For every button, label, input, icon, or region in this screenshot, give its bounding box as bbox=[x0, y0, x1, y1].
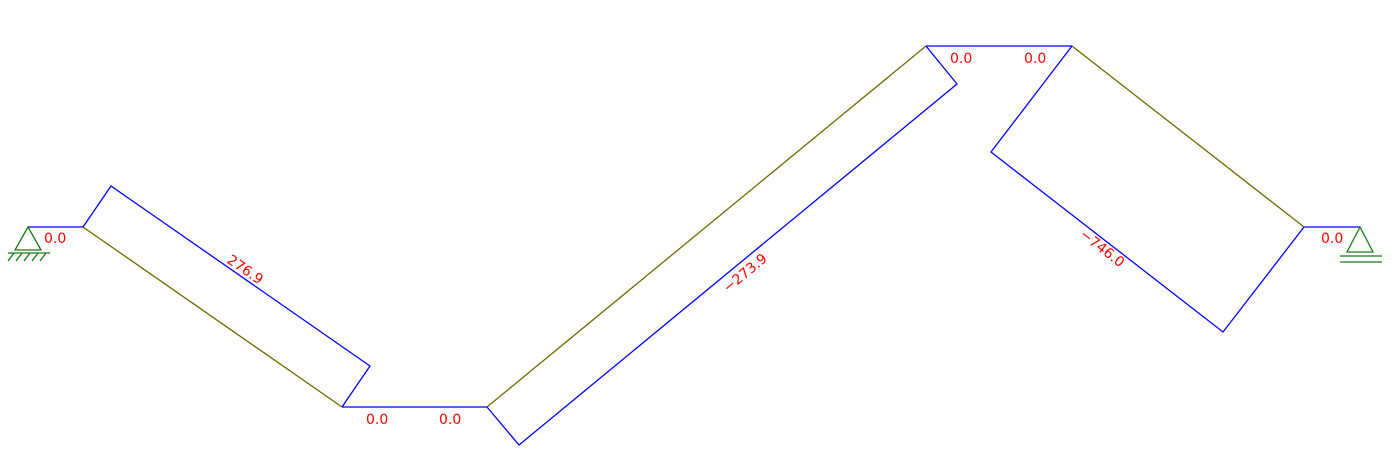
right-support-icon bbox=[1340, 225, 1382, 263]
member-3 bbox=[486, 45, 927, 408]
member-1 bbox=[82, 226, 343, 408]
value-labels: 0.0 276.9 0.0 0.0 −273.9 0.0 0.0 −746.0 … bbox=[44, 51, 1343, 428]
label-support-right: 0.0 bbox=[1321, 231, 1343, 247]
label-member-4-left: 0.0 bbox=[950, 51, 972, 67]
segment-member-1 bbox=[82, 185, 371, 408]
segment-member-5 bbox=[990, 45, 1305, 333]
structure-members bbox=[82, 45, 1305, 408]
label-member-1-diagonal: 276.9 bbox=[224, 252, 266, 288]
segment-member-3 bbox=[486, 45, 958, 446]
label-member-2-right: 0.0 bbox=[439, 412, 461, 428]
force-diagram bbox=[28, 45, 1360, 446]
member-5 bbox=[1071, 45, 1305, 228]
label-member-2-left: 0.0 bbox=[366, 412, 388, 428]
label-member-4-right: 0.0 bbox=[1024, 51, 1046, 67]
label-member-5-diagonal: −746.0 bbox=[1077, 227, 1128, 271]
left-support-icon bbox=[7, 225, 50, 262]
label-support-left: 0.0 bbox=[44, 231, 66, 247]
